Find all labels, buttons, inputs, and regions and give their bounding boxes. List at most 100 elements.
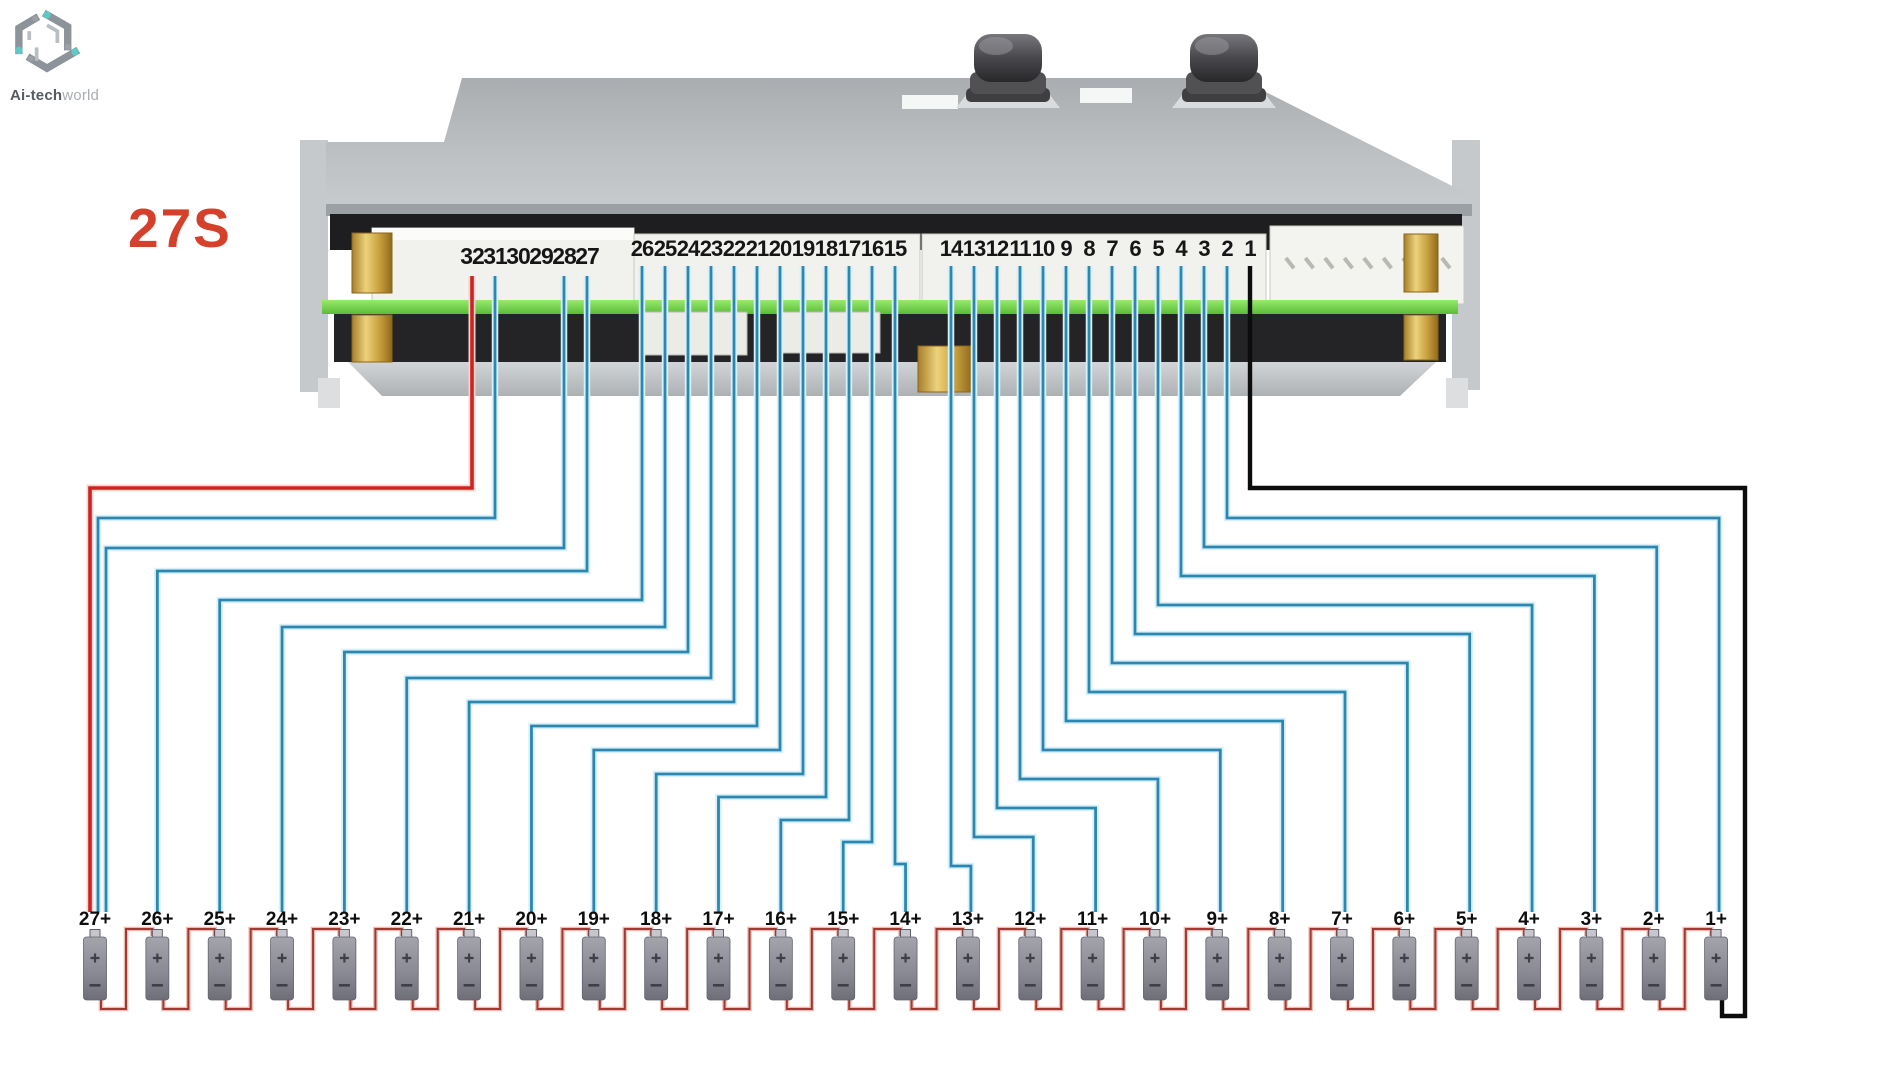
battery-body: [1641, 936, 1666, 1001]
battery-label: 4+: [1518, 909, 1540, 930]
series-link-core: [1596, 928, 1650, 1010]
battery-cell-7+: 7+: [1330, 909, 1354, 1001]
battery-minus-mark: [1523, 984, 1535, 987]
wire-core: [1133, 266, 1472, 912]
battery-minus-mark: [151, 984, 163, 987]
series-link-10-9: [1158, 926, 1215, 1012]
battery-cell-20+: 20+: [515, 909, 548, 1001]
pin-label-22: 22: [723, 236, 746, 261]
battery-body: [207, 936, 232, 1001]
wire-core: [530, 266, 759, 912]
series-link-12-11: [1033, 926, 1090, 1012]
battery-minus-mark: [1336, 984, 1348, 987]
battery-body: [768, 936, 793, 1001]
series-link-core: [785, 928, 840, 1010]
series-link-core: [1409, 928, 1463, 1010]
battery-plus-mark: [838, 953, 848, 963]
battery-minus-mark: [338, 984, 350, 987]
series-link-core: [287, 928, 341, 1010]
battery-minus-mark: [962, 984, 974, 987]
battery-plus-mark: [1088, 953, 1098, 963]
balance-wires: [86, 266, 1748, 1019]
battery-plus-mark: [1649, 953, 1659, 963]
battery-label: 25+: [204, 909, 236, 930]
comm-slot: [1362, 256, 1374, 270]
wire-core: [592, 266, 782, 912]
standoff-right-lower: [1403, 314, 1439, 361]
series-link-3-2: [1595, 926, 1652, 1012]
battery-body: [1517, 936, 1541, 1001]
battery-plus-mark: [776, 953, 786, 963]
battery-label: 10+: [1139, 909, 1171, 930]
wire-core: [1156, 266, 1534, 912]
standoff-left-upper: [351, 232, 393, 294]
pin-label-4: 4: [1175, 236, 1188, 261]
battery-label: 3+: [1581, 909, 1603, 930]
battery-body: [706, 936, 731, 1001]
battery-minus-mark: [1648, 984, 1660, 987]
balance-wire-pin2-to-1+: [1223, 266, 1723, 912]
series-link-13-12: [971, 926, 1028, 1012]
comm-slot: [1303, 256, 1315, 270]
battery-plus-mark: [277, 953, 287, 963]
board-left-foot: [318, 378, 340, 408]
pin-label-30: 30: [506, 243, 530, 269]
series-link-core: [349, 928, 403, 1010]
battery-label: 8+: [1269, 909, 1291, 930]
balance-wire-pin12-to-11+: [993, 266, 1099, 912]
wire-core: [1202, 266, 1659, 912]
series-link-9-8: [1221, 926, 1277, 1012]
battery-label: 18+: [640, 909, 672, 930]
battery-cell-16+: 16+: [765, 909, 797, 1001]
series-link-core: [1035, 928, 1089, 1010]
slab-front-edge: [326, 204, 1472, 216]
pin-label-12: 12: [986, 236, 1009, 261]
wire-core: [972, 266, 1035, 912]
wire-core: [405, 266, 713, 912]
battery-label: 17+: [702, 909, 734, 930]
series-link-21-20: [472, 926, 529, 1012]
sub-connector-2: [781, 311, 881, 354]
series-link-core: [162, 928, 216, 1010]
battery-minus-mark: [1461, 984, 1473, 987]
battery-minus-mark: [713, 984, 724, 987]
battery-label: 16+: [765, 909, 797, 930]
battery-plus-mark: [901, 953, 911, 963]
balance-wire-pin13-to-12+: [970, 266, 1037, 912]
series-link-core: [1347, 928, 1401, 1010]
pin-label-10: 10: [1032, 236, 1055, 261]
battery-cell-23+: 23+: [328, 909, 361, 1001]
series-link-core: [411, 928, 466, 1010]
terminal-bolt-2: [1172, 34, 1276, 108]
battery-cell-11+: 11+: [1077, 909, 1108, 1001]
series-link-core: [1284, 928, 1338, 1010]
battery-cell-21+: 21+: [453, 909, 485, 1001]
standoff-center: [917, 345, 973, 393]
series-link-core: [972, 928, 1027, 1010]
pin-label-7: 7: [1106, 236, 1118, 261]
series-link-23-22: [348, 926, 405, 1012]
battery-cell-24+: 24+: [266, 909, 298, 1001]
pin-label-17: 17: [838, 236, 861, 261]
battery-plus-mark: [215, 953, 225, 963]
wire-core: [467, 266, 736, 912]
battery-plus-mark: [1586, 953, 1596, 963]
battery-plus-mark: [90, 953, 100, 963]
series-link-4-3: [1532, 926, 1589, 1012]
series-link-8-7: [1283, 926, 1340, 1012]
wire-core: [104, 276, 566, 912]
series-link-25-24: [223, 926, 280, 1012]
pin-label-15: 15: [884, 236, 907, 261]
battery-cell-6+: 6+: [1392, 909, 1417, 1001]
wire-core: [1179, 266, 1596, 912]
battery-cell-10+: 10+: [1139, 909, 1171, 1001]
battery-label: 5+: [1456, 909, 1478, 930]
series-link-core: [1097, 928, 1151, 1010]
balance-wire-pin4-to-3+: [1177, 266, 1598, 912]
battery-cell-18+: 18+: [640, 909, 672, 1001]
battery-row: 27+26+25+24+23+22+21+20+19+18+17+16+15+1…: [79, 909, 1728, 1001]
series-link-17-16: [722, 926, 779, 1012]
wire-core: [155, 276, 589, 912]
series-link-22-21: [410, 926, 467, 1012]
balance-wire-pin20-to-19+: [590, 266, 784, 912]
